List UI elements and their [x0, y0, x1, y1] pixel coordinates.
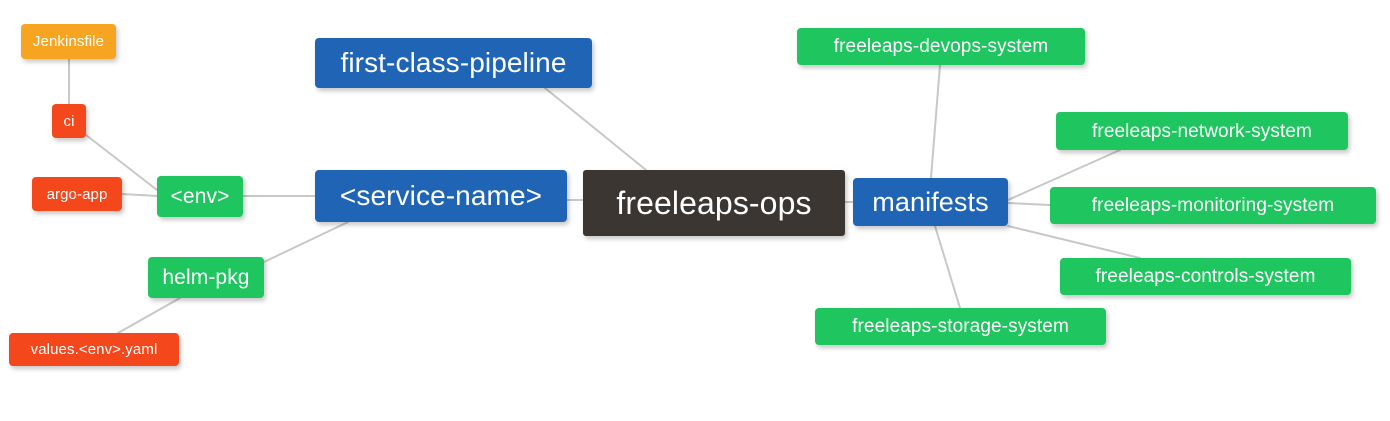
node-label: Jenkinsfile	[32, 33, 105, 50]
node-service-name[interactable]: <service-name>	[315, 170, 567, 222]
node-first-class-pipeline[interactable]: first-class-pipeline	[315, 38, 592, 88]
node-label: freeleaps-network-system	[1092, 120, 1312, 142]
edge-manifests-to-freeleaps-devops-system	[930, 64, 941, 179]
edge-manifests-to-freeleaps-storage-system	[934, 225, 961, 309]
edge-helm-pkg-to-service-name	[263, 221, 349, 263]
node-freeleaps-devops-system[interactable]: freeleaps-devops-system	[797, 28, 1085, 65]
node-freeleaps-network-system[interactable]: freeleaps-network-system	[1056, 112, 1348, 150]
node-label: manifests	[872, 186, 989, 217]
node-freeleaps-controls-system[interactable]: freeleaps-controls-system	[1060, 258, 1351, 295]
node-label: <service-name>	[339, 180, 543, 211]
node-label: ci	[63, 112, 75, 130]
node-label: freeleaps-ops	[616, 185, 812, 221]
node-label: first-class-pipeline	[340, 47, 567, 78]
edge-manifests-to-freeleaps-controls-system	[1007, 225, 1141, 259]
node-label: freeleaps-monitoring-system	[1091, 195, 1335, 216]
node-freeleaps-monitoring-system[interactable]: freeleaps-monitoring-system	[1050, 187, 1376, 224]
edge-argo-app-to-env	[121, 193, 158, 197]
node-manifests[interactable]: manifests	[853, 178, 1008, 226]
edge-first-class-pipeline-to-freeleaps-ops	[544, 87, 647, 171]
node-label: helm-pkg	[162, 266, 250, 289]
node-ci[interactable]: ci	[52, 104, 86, 138]
node-label: freeleaps-devops-system	[833, 36, 1049, 57]
node-argo-app[interactable]: argo-app	[32, 177, 122, 211]
node-label: freeleaps-controls-system	[1095, 266, 1316, 287]
node-freeleaps-ops[interactable]: freeleaps-ops	[583, 170, 845, 236]
node-label: freeleaps-storage-system	[852, 316, 1069, 337]
edge-values-env-yaml-to-helm-pkg	[117, 297, 181, 334]
node-env[interactable]: <env>	[157, 176, 243, 217]
node-label: values.<env>.yaml	[30, 341, 158, 358]
edge-manifests-to-freeleaps-monitoring-system	[1007, 202, 1051, 206]
node-values-env-yaml[interactable]: values.<env>.yaml	[9, 333, 179, 366]
node-label: argo-app	[46, 185, 108, 203]
node-label: <env>	[170, 185, 230, 208]
node-freeleaps-storage-system[interactable]: freeleaps-storage-system	[815, 308, 1106, 345]
node-helm-pkg[interactable]: helm-pkg	[148, 257, 264, 298]
node-jenkinsfile[interactable]: Jenkinsfile	[21, 24, 116, 59]
